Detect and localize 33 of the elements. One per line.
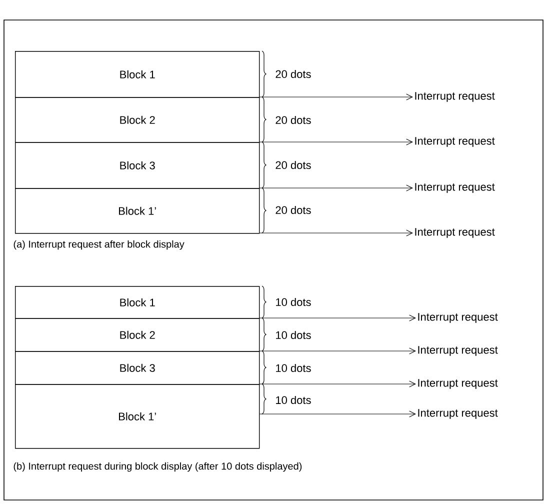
interrupt-label: Interrupt request xyxy=(418,409,498,419)
arrow xyxy=(259,94,413,100)
interrupt-label: Interrupt request xyxy=(415,92,495,102)
block-box: Block 2 xyxy=(15,97,260,143)
arrow xyxy=(259,314,416,322)
dots-label: 20 dots xyxy=(276,70,311,78)
arrow xyxy=(259,138,413,146)
block-box: Block 3 xyxy=(15,351,260,385)
arrow xyxy=(259,230,413,236)
dots-label: 10 dots xyxy=(276,298,311,306)
interrupt-label: Interrupt request xyxy=(415,183,495,193)
interrupt-label: Interrupt request xyxy=(415,137,495,147)
block-box: Block 2 xyxy=(15,318,260,352)
block-box: Block 3 xyxy=(15,142,260,189)
arrow xyxy=(259,348,416,354)
dots-label: 20 dots xyxy=(276,206,311,214)
arrow xyxy=(259,184,413,192)
arrow xyxy=(259,410,416,418)
interrupt-label: Interrupt request xyxy=(418,346,498,356)
block-box: Block 1’ xyxy=(15,384,260,449)
block-box: Block 1 xyxy=(15,51,260,98)
block-box: Block 1 xyxy=(15,286,260,319)
caption: (b) Interrupt request during block display (after 10 dots displayed) xyxy=(14,462,302,472)
interrupt-label: Interrupt request xyxy=(415,228,495,238)
dots-label: 10 dots xyxy=(276,396,311,404)
dots-label: 20 dots xyxy=(276,116,311,124)
interrupt-label: Interrupt request xyxy=(418,313,498,323)
dots-label: 10 dots xyxy=(276,330,311,340)
dots-label: 10 dots xyxy=(276,364,311,372)
dots-label: 20 dots xyxy=(276,160,311,170)
arrow xyxy=(259,380,416,388)
block-box: Block 1’ xyxy=(15,188,260,234)
interrupt-label: Interrupt request xyxy=(418,379,498,389)
